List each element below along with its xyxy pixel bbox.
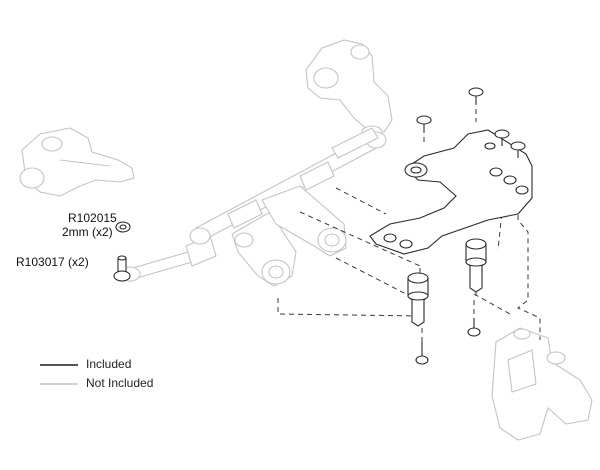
legend-not-included: Not Included — [86, 376, 154, 390]
part1-number: R102015 — [68, 211, 117, 225]
part1-detail: 2mm (x2) — [62, 225, 113, 239]
top-screws[interactable] — [416, 87, 526, 158]
bushing-r102015[interactable] — [115, 221, 131, 233]
left-steering-knuckle — [19, 127, 135, 197]
legend-included: Included — [86, 357, 132, 371]
assembly-guide-lines — [277, 100, 541, 342]
steering-plate[interactable] — [369, 129, 533, 255]
bulkhead-block — [491, 327, 593, 441]
left-bellcrank — [231, 211, 297, 287]
post-right[interactable] — [465, 238, 487, 293]
part2-label: R103017 (x2) — [16, 255, 89, 269]
center-drag-link — [189, 131, 387, 245]
right-tie-rod — [331, 127, 379, 159]
post-left[interactable] — [407, 272, 429, 327]
right-steering-knuckle — [305, 39, 393, 139]
bottom-screws[interactable] — [415, 318, 481, 365]
legend-included-line — [40, 364, 78, 366]
legend-not-included-line — [40, 383, 78, 385]
pivot-ball-r103017[interactable] — [113, 255, 131, 282]
right-bellcrank — [261, 185, 347, 257]
